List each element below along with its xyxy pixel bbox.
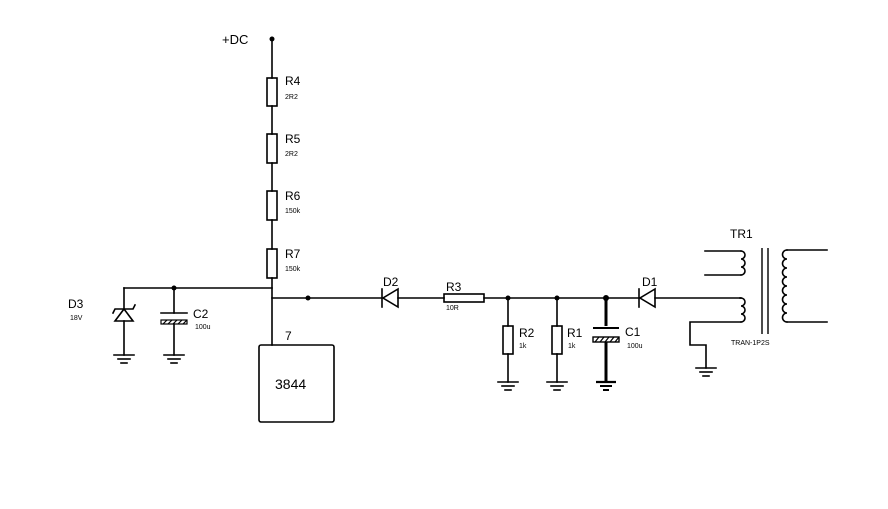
resistor-r3: R3 10R xyxy=(443,280,485,312)
diode-d2: D2 xyxy=(381,275,399,309)
ic-label: 3844 xyxy=(275,376,306,392)
resistor-r6: R6 150k xyxy=(266,189,301,221)
c1-value: 100u xyxy=(627,343,643,350)
r4-ref: R4 xyxy=(285,74,301,88)
resistor-r1: R1 1k xyxy=(551,297,583,383)
zener-d3: D3 18V xyxy=(68,287,137,356)
d3-value: 18V xyxy=(70,315,83,322)
r1-value: 1k xyxy=(568,343,576,350)
r5-ref: R5 xyxy=(285,132,301,146)
resistor-r4: R4 2R2 xyxy=(266,74,301,107)
ground-d3 xyxy=(113,354,135,364)
transformer-tr1: TR1 TRAN-1P2S xyxy=(689,227,828,369)
capacitor-c1: C1 100u xyxy=(592,298,643,382)
r7-ref: R7 xyxy=(285,247,301,261)
tr1-value: TRAN-1P2S xyxy=(731,340,770,347)
ic-3844: 7 3844 xyxy=(258,329,335,423)
resistor-r2: R2 1k xyxy=(502,297,535,383)
diode-d1: D1 xyxy=(638,275,658,309)
r5-value: 2R2 xyxy=(285,151,298,158)
left-bus-wire xyxy=(123,285,273,291)
resistor-r5: R5 2R2 xyxy=(266,132,301,164)
r1-ref: R1 xyxy=(567,326,583,340)
supply-node: +DC xyxy=(222,32,275,47)
d3-ref: D3 xyxy=(68,297,84,311)
r2-value: 1k xyxy=(519,343,527,350)
r2-ref: R2 xyxy=(519,326,535,340)
ground-c2 xyxy=(163,354,185,364)
ground-r1 xyxy=(546,381,568,391)
r6-value: 150k xyxy=(285,208,301,215)
c1-ref: C1 xyxy=(625,325,641,339)
r3-ref: R3 xyxy=(446,280,462,294)
r3-value: 10R xyxy=(446,305,459,312)
d2-ref: D2 xyxy=(383,275,399,289)
r4-value: 2R2 xyxy=(285,94,298,101)
r7-value: 150k xyxy=(285,266,301,273)
main-bus-wire xyxy=(271,295,741,301)
capacitor-c2: C2 100u xyxy=(160,287,211,356)
ground-r2 xyxy=(497,381,519,391)
r6-ref: R6 xyxy=(285,189,301,203)
c2-ref: C2 xyxy=(193,307,209,321)
d1-ref: D1 xyxy=(642,275,658,289)
resistor-r7: R7 150k xyxy=(266,247,301,279)
ground-tr1 xyxy=(695,367,717,377)
c2-value: 100u xyxy=(195,324,211,331)
ic-pin-label: 7 xyxy=(285,329,292,343)
tr1-ref: TR1 xyxy=(730,227,753,241)
ground-c1 xyxy=(596,380,616,391)
supply-label: +DC xyxy=(222,32,248,47)
